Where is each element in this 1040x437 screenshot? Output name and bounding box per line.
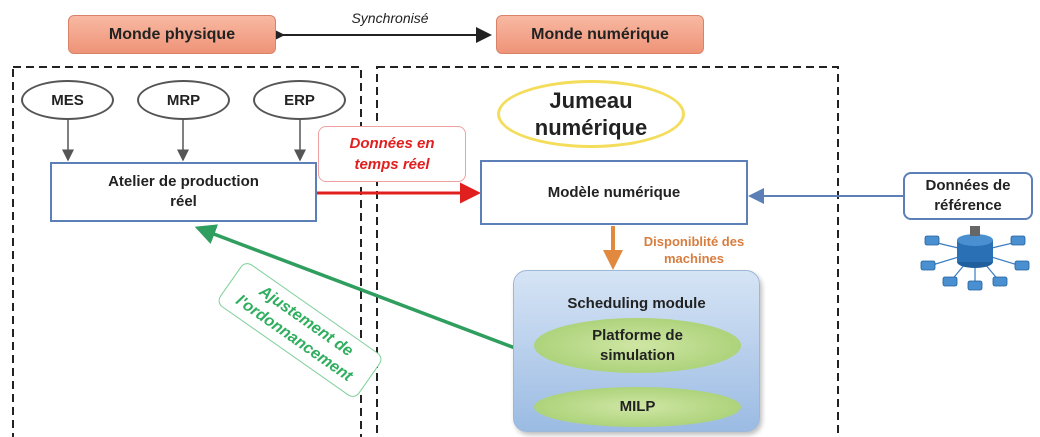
scheduling-title: Scheduling module [567,295,706,312]
erp-node: ERP [253,80,346,120]
realtime-data-text: Données en temps réel [349,135,435,173]
scheduling-module: Scheduling module Platforme de simulatio… [513,270,760,432]
realtime-data-label: Données en temps réel [318,126,466,182]
database-network-icon [920,226,1030,291]
digital-model-box: Modèle numérique [480,160,748,225]
availability-label: Disponiblité des machines [643,234,745,266]
simulation-label: Platforme de simulation [592,326,683,364]
reference-data-label: Données de référence [925,177,1011,214]
physical-world-box: Monde physique [68,15,276,54]
workshop-label: Atelier de production réel [108,173,259,210]
adjustment-arrow [194,224,516,350]
digital-twin-title: Jumeau numérique [534,88,648,140]
reference-data-box: Données de référence [903,172,1033,220]
milp-node: MILP [534,387,741,427]
mes-node: MES [21,80,114,120]
digital-world-box: Monde numérique [496,15,704,54]
simulation-platform-node: Platforme de simulation [534,318,741,373]
mrp-node: MRP [137,80,230,120]
workshop-box: Atelier de production réel [50,162,317,222]
digital-twin-ellipse: Jumeau numérique [497,80,685,148]
physical-region [12,66,362,437]
sync-label: Synchronisé [351,10,429,26]
